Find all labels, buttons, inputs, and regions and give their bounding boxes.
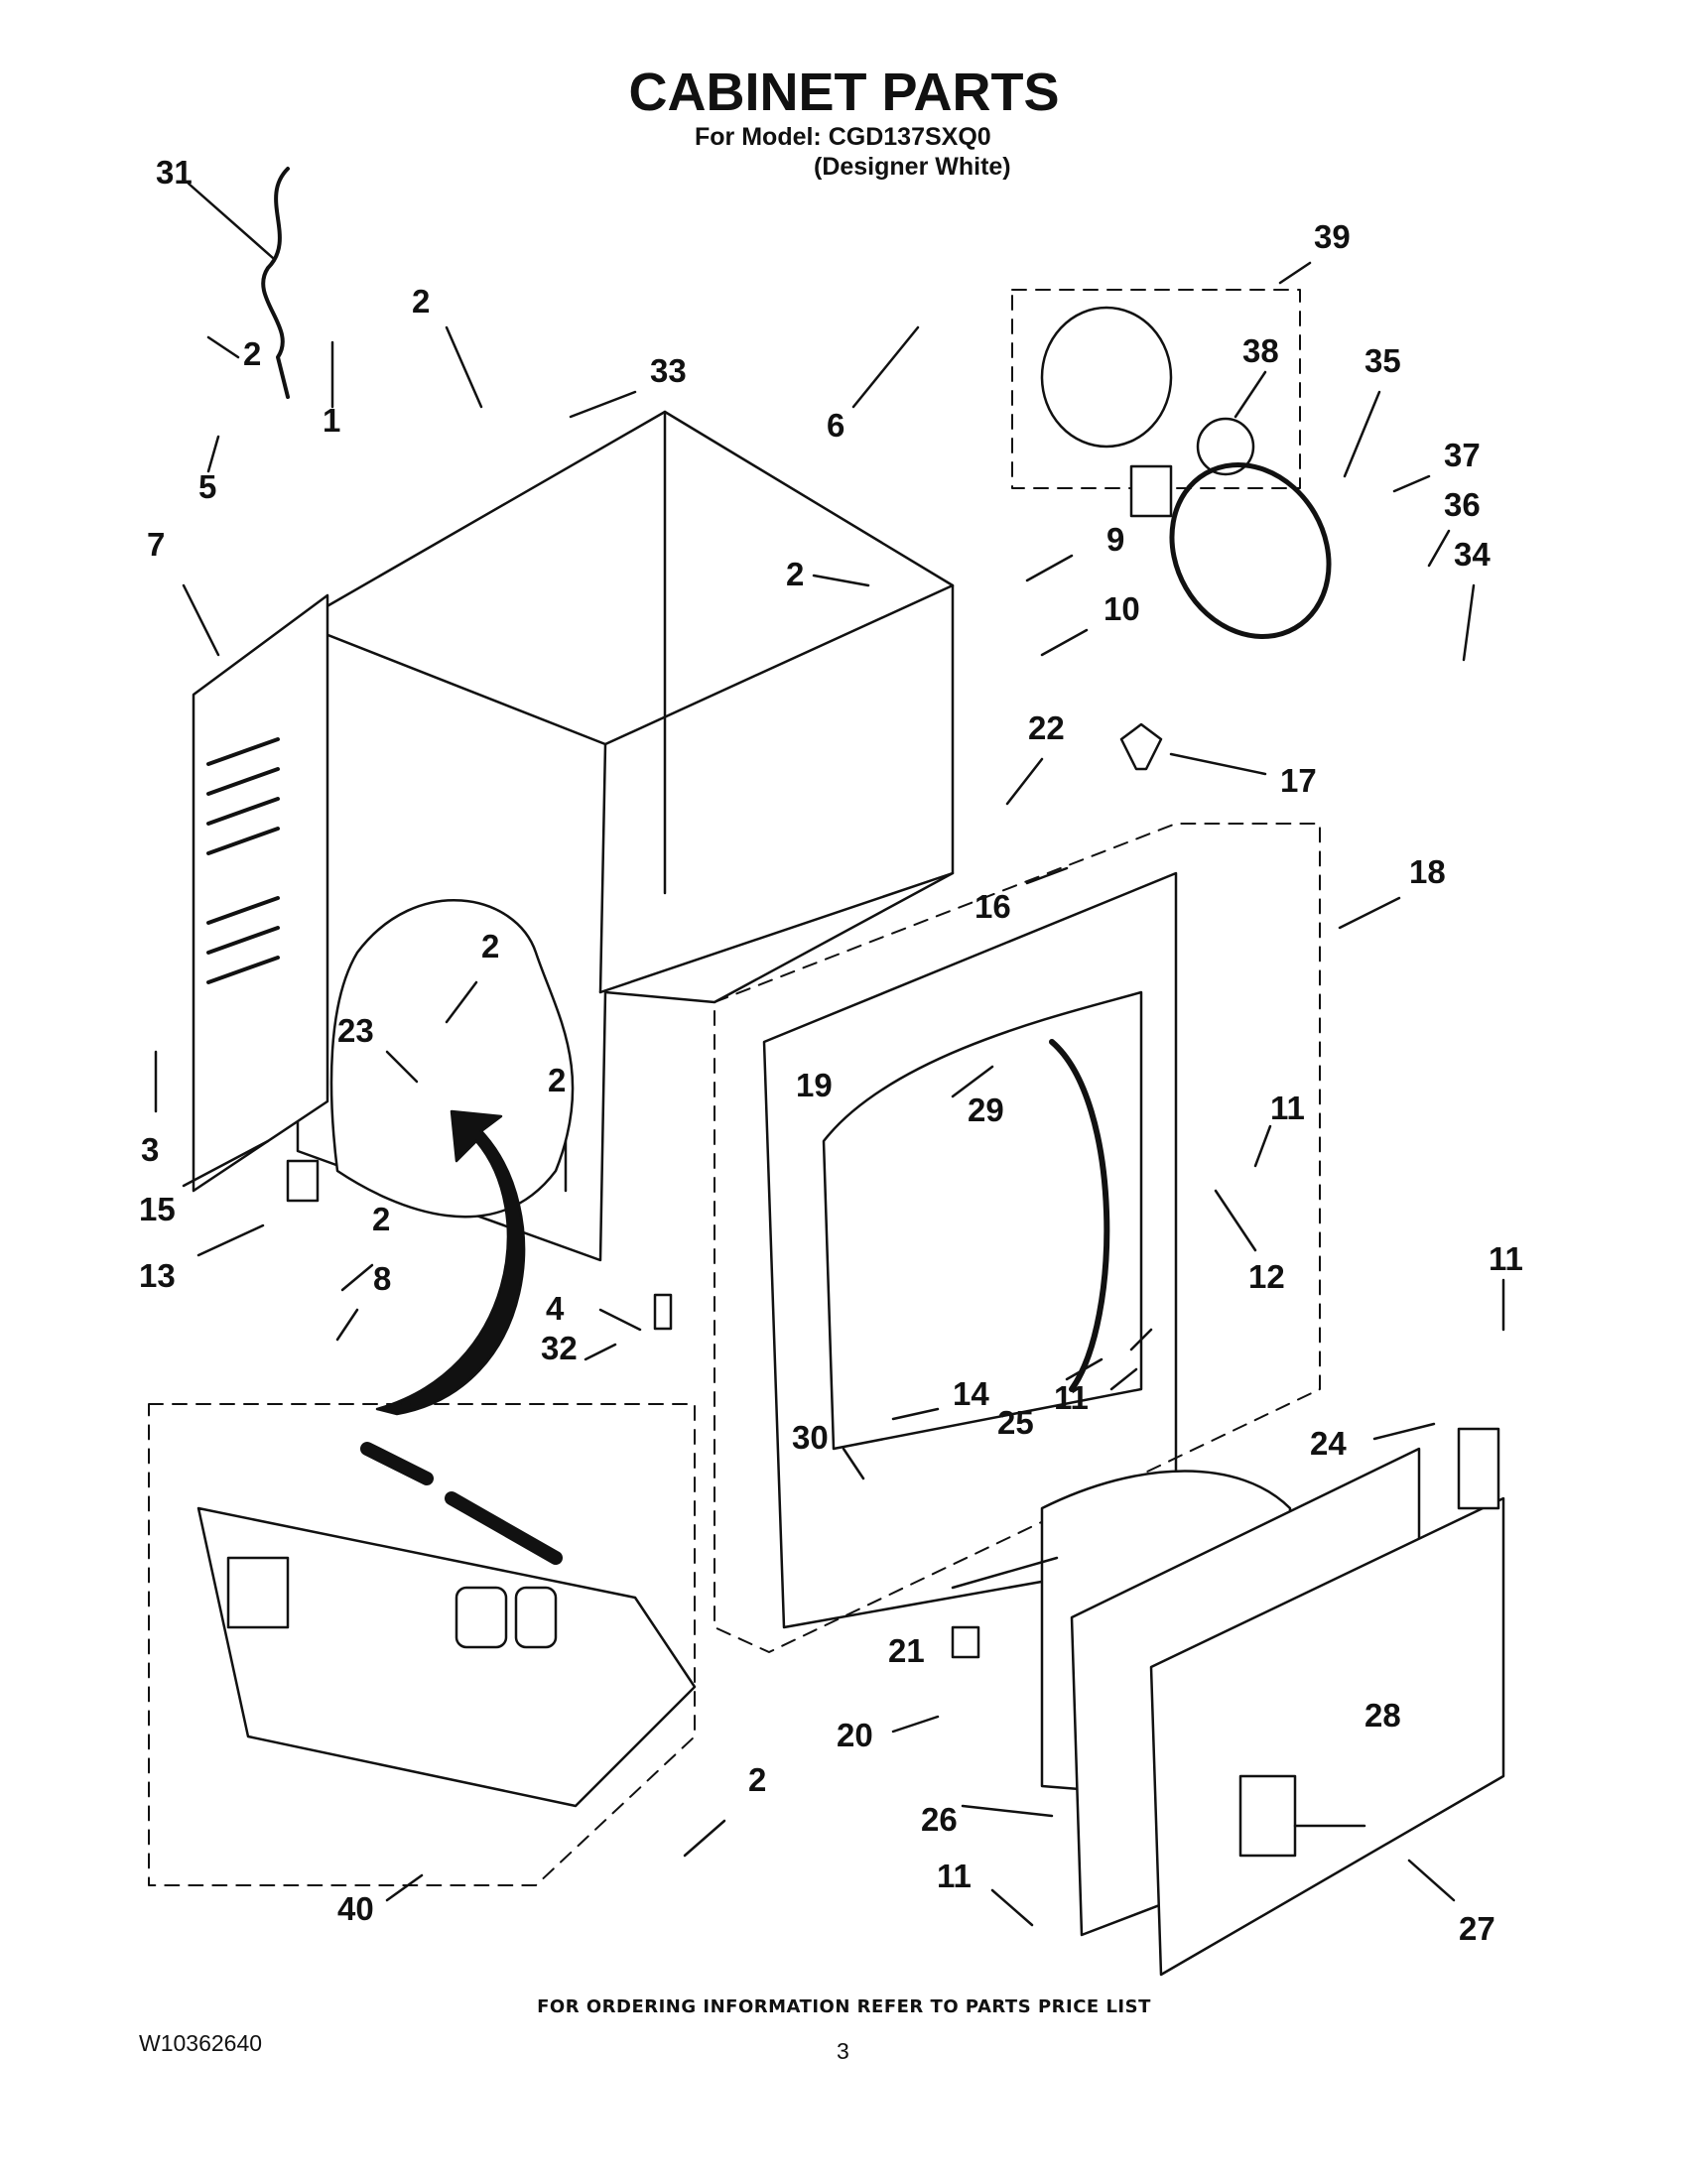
callout-22: 22	[1028, 709, 1065, 746]
leveling-leg	[286, 1159, 320, 1203]
callout-12: 12	[1248, 1258, 1285, 1295]
motor	[1040, 306, 1173, 449]
door-opening	[822, 990, 1143, 1451]
callout-11: 11	[1489, 1240, 1523, 1277]
callout-2: 2	[481, 928, 499, 964]
callout-14: 14	[953, 1375, 989, 1412]
color-line: (Designer White)	[814, 153, 1011, 181]
callout-39: 39	[1314, 218, 1351, 255]
callout-9: 9	[1106, 521, 1124, 558]
callout-37: 37	[1444, 437, 1481, 473]
callout-2: 2	[243, 335, 261, 372]
callout-10: 10	[1104, 590, 1140, 627]
callout-21: 21	[888, 1632, 925, 1669]
page-number: 3	[837, 2038, 849, 2064]
callout-18: 18	[1409, 853, 1446, 890]
door-catch	[951, 1625, 980, 1659]
burner-assembly	[196, 1506, 697, 1808]
power-cord	[261, 167, 290, 399]
drive-belt	[1169, 462, 1332, 639]
callout-2: 2	[412, 283, 430, 320]
callout-27: 27	[1459, 1910, 1495, 1947]
callout-28: 28	[1364, 1697, 1401, 1734]
callout-32: 32	[541, 1330, 578, 1366]
callout-19: 19	[796, 1067, 833, 1103]
callout-36: 36	[1444, 486, 1481, 523]
callout-5: 5	[198, 468, 216, 505]
page-title: CABINET PARTS	[628, 63, 1060, 122]
callout-29: 29	[968, 1092, 1004, 1128]
callout-11: 11	[1054, 1379, 1089, 1416]
callout-30: 30	[792, 1419, 829, 1456]
callout-3: 3	[141, 1131, 159, 1168]
callout-34: 34	[1454, 536, 1491, 573]
callout-6: 6	[827, 407, 844, 444]
callout-2: 2	[548, 1062, 566, 1098]
callout-2: 2	[372, 1201, 390, 1237]
callout-23: 23	[337, 1012, 374, 1049]
harness-arrow	[375, 1109, 526, 1416]
hinge	[1457, 1427, 1500, 1510]
callout-13: 13	[139, 1257, 176, 1294]
callout-11: 11	[937, 1858, 972, 1894]
callout-25: 25	[997, 1404, 1034, 1441]
callout-35: 35	[1364, 342, 1401, 379]
rear-vents	[206, 737, 280, 984]
callout-2: 2	[786, 556, 804, 592]
callout-7: 7	[147, 526, 165, 563]
callout-20: 20	[837, 1717, 873, 1753]
callout-16: 16	[974, 888, 1011, 925]
switch	[1129, 464, 1173, 518]
model-line: For Model: CGD137SXQ0	[695, 123, 991, 151]
callout-38: 38	[1242, 332, 1279, 369]
callout-labels: 31 2 1 5 7 2 33 6 39 38 35 37 36 34 9 2 …	[139, 154, 1523, 1947]
burner-outline	[148, 1403, 696, 1886]
rear-panel	[192, 593, 329, 1193]
foot-plug	[1119, 722, 1163, 771]
callout-31: 31	[156, 154, 193, 191]
callout-26: 26	[921, 1801, 958, 1838]
callout-15: 15	[139, 1191, 176, 1227]
callout-8: 8	[373, 1260, 391, 1297]
door-handle	[1238, 1774, 1297, 1858]
document-number: W10362640	[139, 2030, 263, 2056]
callout-2: 2	[748, 1761, 766, 1798]
callout-33: 33	[650, 352, 687, 389]
callout-24: 24	[1310, 1425, 1347, 1462]
callout-4: 4	[546, 1290, 565, 1327]
ordering-note: FOR ORDERING INFORMATION REFER TO PARTS …	[537, 1996, 1151, 2017]
callout-11: 11	[1270, 1090, 1305, 1126]
callout-40: 40	[337, 1890, 374, 1927]
callout-1: 1	[323, 402, 340, 439]
callout-17: 17	[1280, 762, 1317, 799]
